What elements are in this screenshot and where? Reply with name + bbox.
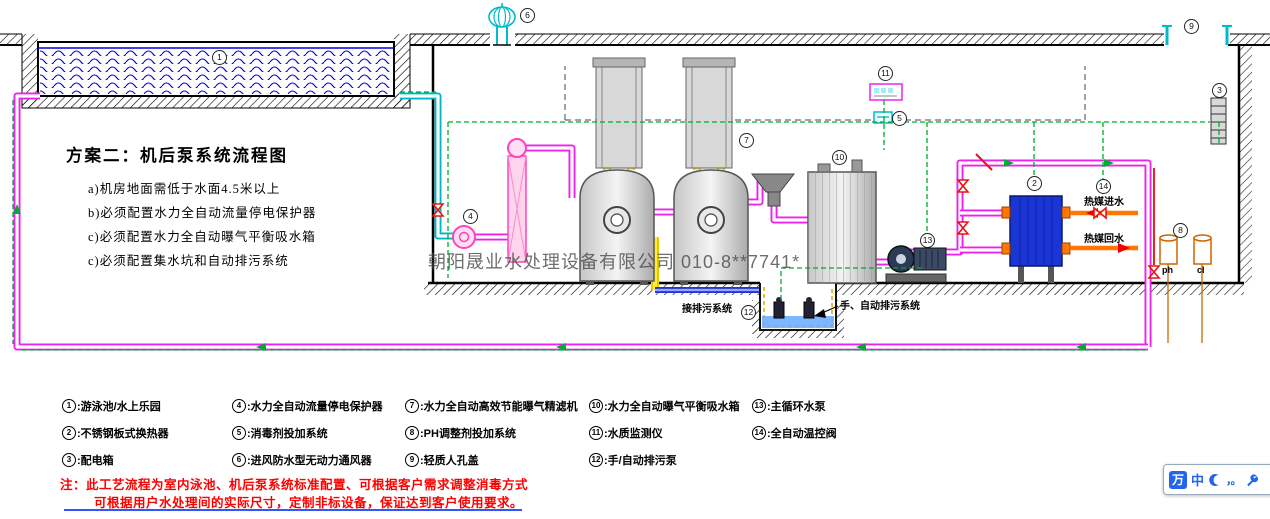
note-b: b)必须配置水力全自动流量停电保护器	[88, 206, 317, 220]
legend-column-1: 1:游泳池/水上乐园 2:不锈钢板式换热器 3:配电箱	[62, 392, 169, 473]
diagram-marker-2: 2	[1027, 176, 1042, 191]
inlet-funnel	[750, 173, 796, 207]
legend-column-2: 4:水力全自动流量停电保护器 5:消毒剂投加系统 6:进风防水型无动力通风器	[232, 392, 383, 473]
roof-vent-turbine	[488, 3, 516, 46]
control-wiring-green	[12, 91, 1220, 351]
legend-item: 12:手/自动排污泵	[589, 446, 740, 473]
drain-system-label: 接排污系统	[682, 304, 732, 315]
legend-item: 6:进风防水型无动力通风器	[232, 446, 383, 473]
legend-item: 13:主循环水泵	[752, 392, 837, 419]
diagram-marker-10: 10	[832, 150, 847, 165]
ph-cl-dosing-columns	[1159, 234, 1212, 343]
legend-item: 5:消毒剂投加系统	[232, 419, 383, 446]
diagram-marker-11: 11	[878, 66, 893, 81]
chinese-mode-icon[interactable]: 中	[1191, 473, 1205, 488]
legend-item: 10:水力全自动曝气平衡吸水箱	[589, 392, 740, 419]
ph-label: ph	[1162, 265, 1173, 275]
legend-item: 2:不锈钢板式换热器	[62, 419, 169, 446]
legend-item: 8:PH调整剂投加系统	[405, 419, 578, 446]
pit-system-label: 手、自动排污系统	[840, 301, 920, 312]
diagram-marker-6: 6	[520, 8, 535, 23]
hot-media-pipes	[1070, 168, 1155, 265]
wanneng-wubi-logo-icon[interactable]: 万	[1169, 470, 1187, 489]
valves-red	[431, 153, 1161, 279]
legend-item: 11:水质监测仪	[589, 419, 740, 446]
footnote-line-2: 可根据用户水处理间的实际尺寸，定制非标设备，保证达到客户使用要求。	[94, 496, 524, 510]
flow-protection-device	[452, 138, 527, 263]
diagram-marker-4: 4	[463, 209, 478, 224]
ceiling-dashed-lines	[564, 66, 1086, 121]
hot-media-in-label: 热媒进水	[1084, 197, 1124, 208]
diagram-marker-12: 12	[741, 305, 756, 320]
legend-column-4: 10:水力全自动曝气平衡吸水箱 11:水质监测仪 12:手/自动排污泵	[589, 392, 740, 473]
settings-wrench-icon[interactable]	[1245, 473, 1259, 487]
circulation-pump	[885, 245, 947, 283]
heat-exchanger	[1001, 195, 1071, 283]
aeration-filter-tanks	[579, 169, 749, 285]
legend-item: 7:水力全自动高效节能曝气精滤机	[405, 392, 578, 419]
note-a: a)机房地面需低于水面4.5米以上	[88, 182, 281, 196]
ground-hatching	[0, 33, 1270, 109]
cl-label: cl	[1197, 265, 1205, 275]
diagram-marker-3: 3	[1212, 83, 1227, 98]
legend-item: 1:游泳池/水上乐园	[62, 392, 169, 419]
flow-arrows-green	[13, 159, 1114, 351]
control-box	[1210, 97, 1227, 145]
punctuation-icon[interactable]: ，。	[1226, 474, 1241, 487]
water-quality-monitor	[869, 83, 903, 101]
diagram-marker-1: 1	[212, 50, 227, 65]
note-c2: c)必须配置集水坑和自动排污系统	[88, 254, 289, 268]
diagram-marker-5: 5	[892, 111, 907, 126]
diagram-marker-9: 9	[1184, 19, 1199, 34]
suction-pipe-cyan	[400, 92, 453, 240]
legend-column-5: 13:主循环水泵 14:全自动温控阀	[752, 392, 837, 446]
manhole-shaft	[1162, 25, 1232, 45]
diagram-marker-14: 14	[1096, 179, 1111, 194]
footnote-underline	[64, 509, 522, 511]
legend-item: 9:轻质人孔盖	[405, 446, 578, 473]
legend-item: 3:配电箱	[62, 446, 169, 473]
machine-room-walls	[424, 45, 1252, 295]
diagram-marker-13: 13	[920, 233, 935, 248]
balance-suction-tank	[807, 159, 877, 284]
company-watermark: 朝阳晟业水处理设备有限公司 010-8**7741*	[428, 252, 801, 272]
diagram-marker-8: 8	[1173, 223, 1188, 238]
footnote-line-1: 注：此工艺流程为室内泳池、机后泵系统标准配置、可根据客户需求调整消毒方式	[60, 478, 529, 492]
collection-pit	[752, 283, 844, 338]
filter-exhaust-towers	[592, 57, 736, 169]
legend-item: 14:全自动温控阀	[752, 419, 837, 446]
hot-media-out-label: 热媒回水	[1084, 234, 1124, 245]
ime-toolbar: 万 中 ，。	[1163, 464, 1270, 495]
note-c1: c)必须配置水力全自动曝气平衡吸水箱	[88, 230, 316, 244]
half-width-moon-icon[interactable]	[1208, 473, 1222, 487]
legend-item: 4:水力全自动流量停电保护器	[232, 392, 383, 419]
diagram-marker-7: 7	[739, 133, 754, 148]
legend-column-3: 7:水力全自动高效节能曝气精滤机 8:PH调整剂投加系统 9:轻质人孔盖	[405, 392, 578, 473]
page-title: 方案二：机后泵系统流程图	[66, 146, 288, 165]
